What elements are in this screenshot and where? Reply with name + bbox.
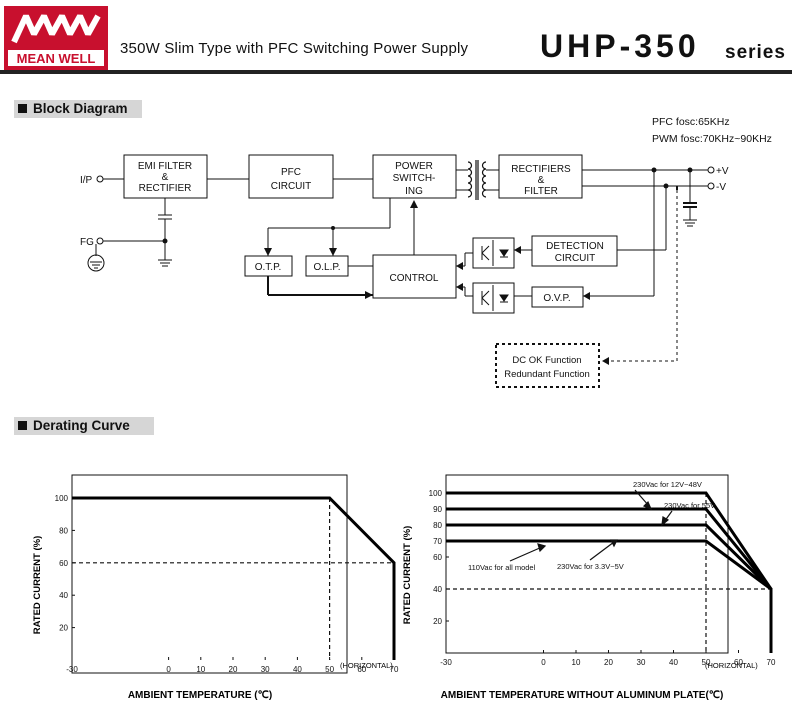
fg-label: FG [80,237,94,248]
y-tick-label: 60 [433,553,442,562]
chart-left-xunit: (HORIZONTAL) [340,661,393,670]
dc-ok-block [495,343,600,388]
section-title-derating-curve: Derating Curve [14,417,154,435]
pwm-fosc-label: PWM fosc:70KHz~90KHz [652,133,772,145]
mean-well-logo: MEAN WELL [4,6,108,70]
emi-label-3: RECTIFIER [139,183,192,194]
annotation-55v: 230Vac for 55V [664,501,715,510]
ovp-label: O.V.P. [543,293,570,304]
annotation-3v3-5v: 230Vac for 3.3V~5V [557,562,624,571]
chart-left-xlabel: AMBIENT TEMPERATURE (℃) [128,690,272,701]
dcok-label-1: DC OK Function [512,355,581,366]
derating-chart-left: -30 0 10 20 30 40 50 60 70 100 80 60 40 20 RATED CURR… [32,474,399,701]
dcok-label-2: Redundant Function [504,369,590,380]
block-diagram: EMI FILTER & RECTIFIER PFC CIRCUIT POWER… [80,116,772,388]
chart-right-ylabel: RATED CURRENT (%) [402,526,413,625]
annotation-110vac: 110Vac for all model [468,563,536,572]
x-tick-label: 0 [541,658,546,667]
detection-block [531,235,618,267]
x-tick-label: 20 [604,658,613,667]
x-tick-label: 0 [166,665,171,674]
y-tick-label: 20 [433,617,442,626]
x-tick-label: 40 [293,665,302,674]
header-divider [0,70,792,74]
y-tick-label: 60 [59,559,68,568]
annotation-12-48v: 230Vac for 12V~48V [633,480,702,489]
y-tick-label: 20 [59,624,68,633]
y-tick-label: 70 [433,537,442,546]
otp-block [244,255,293,277]
x-tick-label: 60 [734,658,743,667]
model-number: UHP-350 [540,28,700,64]
rect-label-3: FILTER [524,186,558,197]
vplus-label: +V [716,166,729,177]
logo-text: MEAN WELL [17,51,96,66]
otp-label: O.T.P. [255,262,282,273]
y-tick-label: 80 [59,526,68,535]
rect-label-2: & [538,175,545,186]
derating-series-line-4 [446,539,773,653]
series-label: series [725,42,786,63]
x-tick-label: 60 [357,665,366,674]
control-block [372,254,457,299]
x-tick-label: 10 [572,658,581,667]
chart-right-xunit: (HORIZONTAL) [705,661,758,670]
pfc-label-1: PFC [281,167,301,178]
control-label: CONTROL [390,273,439,284]
x-tick-label: 20 [229,665,238,674]
y-tick-label: 100 [55,494,69,503]
x-tick-label: 40 [669,658,678,667]
derating-series-line-1 [446,491,773,653]
x-tick-label: 30 [637,658,646,667]
x-tick-label: 70 [390,665,399,674]
y-tick-label: 80 [433,521,442,530]
derating-chart-right: -30 0 10 20 30 40 50 60 70 100 90 80 70 60 40 20 RATED … [402,474,776,701]
emi-label-1: EMI FILTER [138,161,192,172]
y-tick-label: 100 [429,489,443,498]
bullet-square-icon [18,104,27,113]
vminus-label: -V [716,182,726,193]
power-switching-block [372,154,457,199]
page-subtitle: 350W Slim Type with PFC Switching Power … [120,40,469,57]
detection-label-1: DETECTION [546,241,604,252]
y-tick-label: 40 [433,585,442,594]
y-tick-label: 40 [59,591,68,600]
x-tick-label: -30 [440,658,452,667]
ps-label-2: SWITCH- [393,173,436,184]
chart-right-xlabel: AMBIENT TEMPERATURE WITHOUT ALUMINUM PLA… [441,690,724,701]
ip-label: I/P [80,175,93,186]
pfc-label-2: CIRCUIT [271,181,312,192]
chart-left-frame [71,474,348,674]
olp-block [305,255,349,277]
x-tick-label: 30 [261,665,270,674]
pfc-circuit-block [248,154,334,199]
ps-label-3: ING [405,186,423,197]
x-tick-label: -30 [66,665,78,674]
detection-label-2: CIRCUIT [555,253,596,264]
ovp-block [531,286,584,308]
x-tick-label: 70 [767,658,776,667]
rectifiers-block [498,154,583,199]
x-tick-label: 50 [325,665,334,674]
derating-series-line-1 [72,496,396,660]
pfc-fosc-label: PFC fosc:65KHz [652,116,730,128]
rect-label-1: RECTIFIERS [511,164,571,175]
ps-label-1: POWER [395,161,433,172]
x-tick-label: 10 [196,665,205,674]
chart-left-ylabel: RATED CURRENT (%) [32,536,43,635]
y-tick-label: 90 [433,505,442,514]
emi-label-2: & [162,172,169,183]
chart-right-frame [445,474,729,654]
emi-filter-block [123,154,208,199]
section-title-block-diagram: Block Diagram [14,100,142,118]
bullet-square-icon [18,421,27,430]
derating-series-line-2 [446,507,773,653]
x-tick-label: 50 [702,658,711,667]
olp-label: O.L.P. [313,262,340,273]
